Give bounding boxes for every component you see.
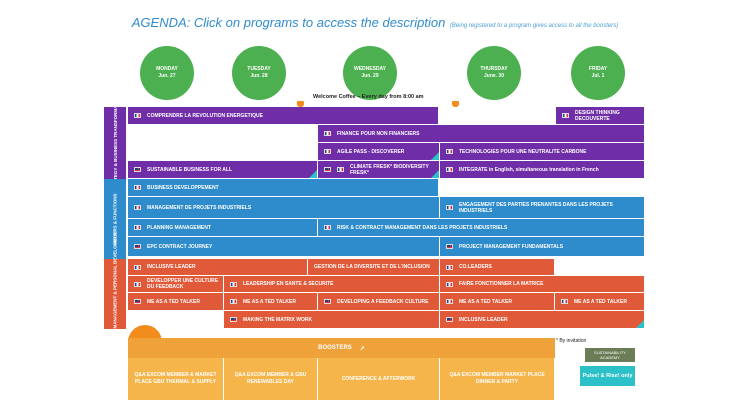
program-comprendre-revolution-energetique[interactable]: COMPRENDRE LA REVOLUTION ENERGETIQUE: [128, 107, 439, 125]
uk-flag-icon: [134, 244, 141, 249]
program-climate-biodiversity-fresk[interactable]: CLIMATE FRESK* BIODIVERSITY FRESK*: [318, 161, 440, 179]
france-flag-icon: [134, 205, 141, 210]
uk-flag-icon: [446, 244, 453, 249]
program-design-thinking[interactable]: DESIGN THINKING DECOUVERTE: [556, 107, 645, 125]
section-metiers: METIERS & FUNCTIONS: [104, 179, 126, 259]
boosters-banner: BOOSTERS ➚: [128, 338, 555, 358]
sustainability-academy-logo: SUSTAINABILITY ACADEMY: [585, 348, 635, 362]
france-flag-icon: [324, 149, 331, 154]
program-technologies-neutralite-carbone[interactable]: TECHNOLOGIES POUR UNE NEUTRALITE CARBONE: [440, 143, 645, 161]
program-engagement-parties-prenantes[interactable]: ENGAGEMENT DES PARTIES PRENANTES DANS LE…: [440, 197, 645, 219]
france-flag-icon: [230, 299, 237, 304]
uk-flag-icon: [230, 317, 237, 322]
uk-flag-icon: [134, 299, 141, 304]
program-risk-contract-management[interactable]: RISK & CONTRACT MANAGEMENT DANS LES PROJ…: [318, 219, 645, 237]
program-agile-pass[interactable]: AGILE PASS - DISCOVERER: [318, 143, 440, 161]
france-flag-icon: [324, 131, 331, 136]
pulse-rise-badge[interactable]: Pulse! & Rise! only: [580, 366, 635, 386]
france-flag-icon: [446, 264, 453, 270]
france-flag-icon: [337, 167, 344, 172]
program-inclusive-leader-fr[interactable]: INCLUSIVE LEADER: [128, 259, 308, 276]
france-flag-icon: [446, 299, 453, 304]
france-flag-icon: [134, 264, 141, 270]
booster-conference-afterwork[interactable]: CONFERENCE & AFTERWORK: [318, 358, 440, 400]
france-flag-icon: [134, 225, 141, 230]
uk-flag-icon: [446, 317, 453, 322]
france-flag-icon: [324, 225, 331, 230]
booster-qa-thermal-supply[interactable]: Q&A EXCOM MEMBER & MARKET PLACE GBU THER…: [128, 358, 224, 400]
teal-corner-marker: [309, 170, 317, 178]
france-flag-icon: [446, 167, 453, 172]
program-leadership-sante-securite[interactable]: LEADERSHIP EN SANTE & SECURITE: [224, 276, 440, 293]
france-flag-icon: [230, 281, 237, 287]
france-flag-icon: [134, 185, 141, 190]
program-culture-feedback[interactable]: DEVELOPPER UNE CULTURE DU FEEDBACK: [128, 276, 224, 293]
coffee-cup-icon: [452, 94, 459, 112]
program-sustainable-business[interactable]: SUSTAINABLE BUSINESS FOR ALL: [128, 161, 318, 179]
section-strategy: STRATEGY & BUSINESS TRANSFORMATION: [104, 95, 126, 191]
program-ted-talker-thu[interactable]: ME AS A TED TALKER: [440, 293, 555, 311]
teal-corner-marker: [431, 152, 439, 160]
program-epc-contract-journey[interactable]: EPC CONTRACT JOURNEY: [128, 237, 440, 257]
uk-flag-icon: [324, 167, 331, 172]
rocket-icon: ➚: [359, 345, 365, 352]
france-flag-icon: [134, 113, 141, 118]
agenda-title: AGENDA: Click on programs to access the …: [131, 15, 446, 30]
program-project-management-fundamentals[interactable]: PROJECT MANAGEMENT FUNDAMENTALS: [440, 237, 645, 257]
uk-flag-icon: [324, 299, 331, 304]
program-management-projets-industriels[interactable]: MANAGEMENT DE PROJETS INDUSTRIELS: [128, 197, 440, 219]
agenda-subtitle: (Being registered to a program gives acc…: [449, 23, 619, 29]
booster-qa-dinner-party[interactable]: Q&A EXCOM MEMBER MARKET PLACE DINNER & P…: [440, 358, 555, 400]
program-ted-talker-tue[interactable]: ME AS A TED TALKER: [224, 293, 318, 311]
coffee-cup-icon: [297, 94, 304, 112]
booster-qa-renewables-day[interactable]: Q&A EXCOM MEMBER & GBU RENEWABLES DAY: [224, 358, 318, 400]
program-co-leaders[interactable]: CO.LEADERS: [440, 259, 555, 276]
invitation-note: * By invitation: [556, 338, 587, 344]
agenda-header: AGENDA: Click on programs to access the …: [0, 14, 750, 32]
france-flag-icon: [134, 281, 141, 287]
program-gestion-diversite-inclusion[interactable]: GESTION DE LA DIVERSITE ET DE L'INCLUSIO…: [308, 259, 440, 276]
program-integrate[interactable]: INTEGRATE in English, simultaneous trans…: [440, 161, 645, 179]
program-planning-management[interactable]: PLANNING MANAGEMENT: [128, 219, 318, 237]
program-making-matrix-work[interactable]: MAKING THE MATRIX WORK: [224, 311, 440, 329]
france-flag-icon: [446, 281, 453, 287]
teal-corner-marker: [636, 320, 644, 328]
program-inclusive-leader-uk[interactable]: INCLUSIVE LEADER: [440, 311, 645, 329]
uk-flag-icon: [134, 167, 141, 172]
france-flag-icon: [561, 299, 568, 304]
teal-corner-marker: [431, 170, 439, 178]
france-flag-icon: [446, 205, 453, 210]
program-ted-talker-mon[interactable]: ME AS A TED TALKER: [128, 293, 224, 311]
welcome-coffee-text: Welcome Coffee – Every day from 8:00 am: [313, 94, 424, 100]
program-faire-fonctionner-matrice[interactable]: FAIRE FONCTIONNER LA MATRICE: [440, 276, 645, 293]
program-developing-feedback-culture[interactable]: DEVELOPING A FEEDBACK CULTURE: [318, 293, 440, 311]
program-business-developpement[interactable]: BUSINESS DEVELOPPEMENT: [128, 179, 439, 197]
section-leadership: LEADERSHIP, MANAGEMENT & PERSONAL DEVELO…: [104, 229, 126, 359]
program-ted-talker-fri[interactable]: ME AS A TED TALKER: [555, 293, 645, 311]
france-flag-icon: [446, 149, 453, 154]
france-flag-icon: [562, 113, 569, 118]
program-finance-non-financiers[interactable]: FINANCE POUR NON FINANCIERS: [318, 125, 645, 143]
